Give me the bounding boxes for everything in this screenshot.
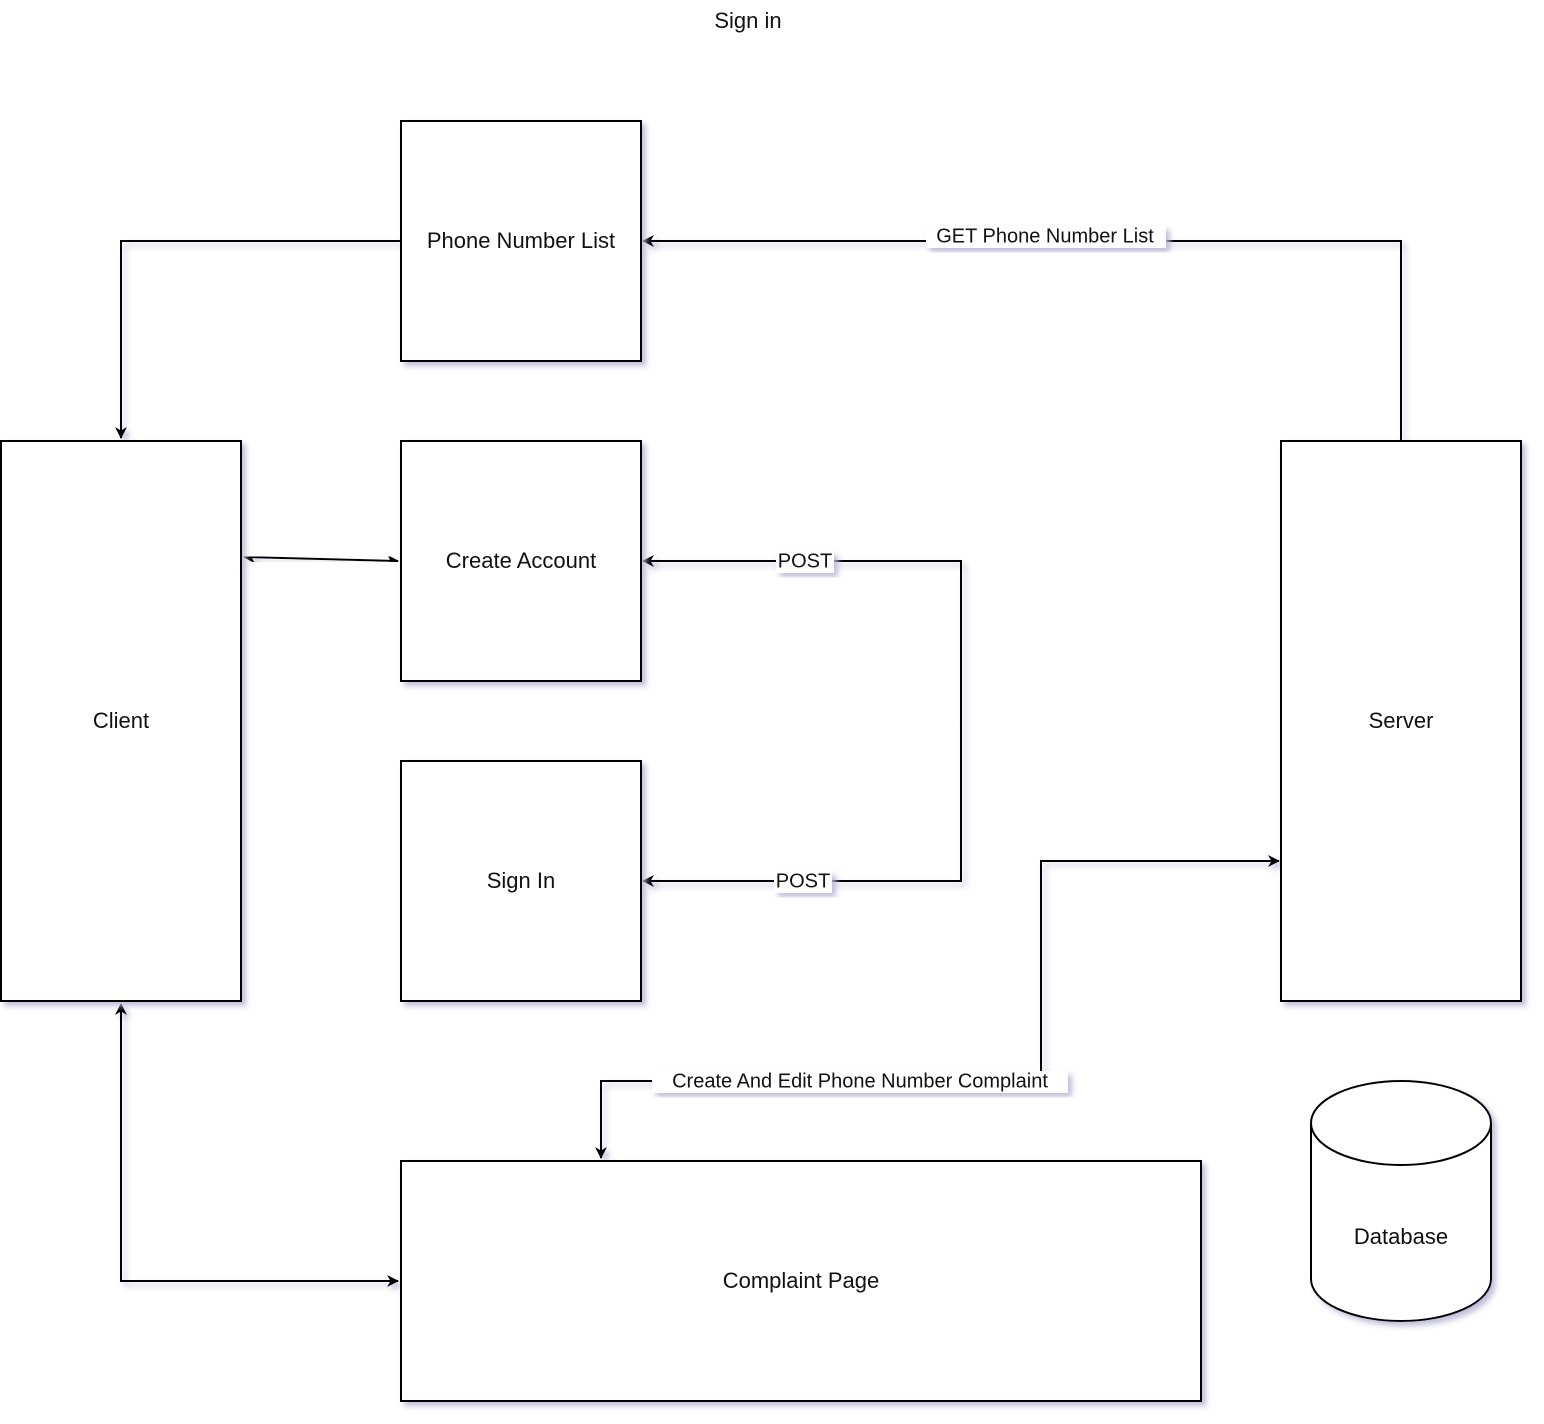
svg-text:Phone Number List: Phone Number List	[427, 228, 615, 253]
svg-text:POST: POST	[776, 870, 830, 892]
node-server: Server	[1280, 440, 1522, 1002]
svg-text:Database: Database	[1354, 1224, 1448, 1249]
svg-text:POST: POST	[778, 550, 832, 572]
edge-complaint-to-server	[1040, 855, 1280, 1071]
edge-post-create-account	[642, 555, 962, 721]
edge-server-to-phone-list	[642, 235, 1402, 441]
svg-text:Sign In: Sign In	[487, 868, 556, 893]
edge-label-post-create: POST	[776, 550, 834, 573]
svg-text:Create And Edit Phone Number C: Create And Edit Phone Number Complaint	[672, 1070, 1048, 1092]
edge-label-create-edit-complaint: Create And Edit Phone Number Complaint	[652, 1070, 1068, 1093]
edge-post-sign-in	[642, 721, 962, 887]
edge-label-get-phone-number-list: GET Phone Number List	[926, 225, 1166, 248]
svg-text:GET Phone Number List: GET Phone Number List	[936, 225, 1154, 247]
database-cylinder-top	[1310, 1122, 1492, 1166]
svg-text:Complaint Page: Complaint Page	[723, 1268, 880, 1293]
edge-client-create-account	[243, 551, 399, 567]
node-database: Database	[1310, 1080, 1492, 1322]
node-complaint-page: Complaint Page	[400, 1160, 1202, 1402]
svg-text:Create Account: Create Account	[446, 548, 596, 573]
edge-client-complaint-page	[115, 1003, 399, 1287]
edge-label-post-signin: POST	[774, 870, 832, 893]
node-sign-in: Sign In	[400, 760, 642, 1002]
node-client: Client	[0, 440, 242, 1002]
svg-text:Server: Server	[1369, 708, 1434, 733]
node-phone-number-list: Phone Number List	[400, 120, 642, 362]
node-create-account: Create Account	[400, 440, 642, 682]
diagram-title: Sign in	[714, 8, 781, 33]
svg-text:Client: Client	[93, 708, 149, 733]
edge-phone-list-to-client	[115, 240, 401, 439]
database-cylinder-icon	[1310, 1080, 1492, 1322]
